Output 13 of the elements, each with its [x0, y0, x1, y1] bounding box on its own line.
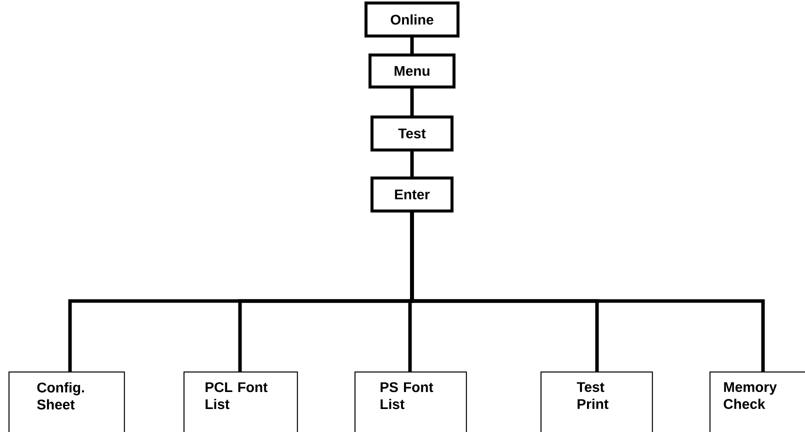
- step-box: Enter: [370, 176, 454, 212]
- step-box: Menu: [368, 54, 456, 88]
- connector-line: [410, 38, 414, 54]
- connector-line: [410, 152, 414, 176]
- step-box: Online: [364, 2, 460, 38]
- step-box: Test: [370, 116, 454, 152]
- option-box: PS Font List: [354, 372, 467, 432]
- option-box: Test Print: [540, 372, 653, 432]
- connector-line: [410, 212, 765, 372]
- connector-line: [410, 88, 414, 116]
- option-box: PCL Font List: [184, 372, 298, 432]
- option-box: Config. Sheet: [8, 372, 125, 432]
- option-box: Memory Check: [710, 372, 805, 432]
